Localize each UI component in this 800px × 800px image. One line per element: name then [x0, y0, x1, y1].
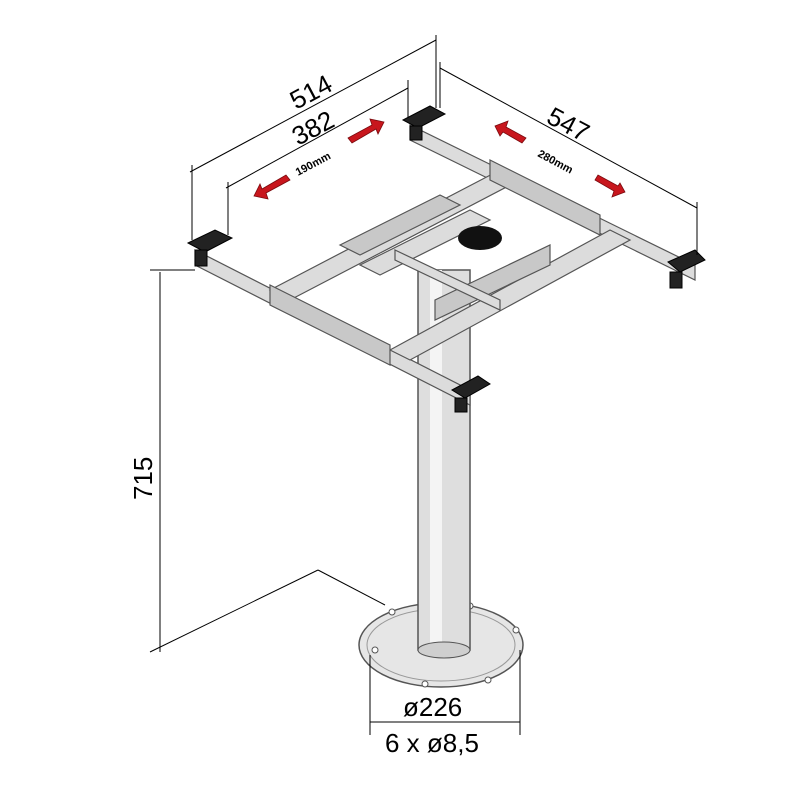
slide-arrows: [253, 118, 626, 200]
arrow-right-icon: [594, 174, 626, 198]
dim-base-diameter: ø226: [403, 692, 462, 722]
dim-slide-x: 190mm: [294, 150, 333, 178]
arrow-right-icon: [347, 118, 385, 144]
dim-outer-width: 514: [285, 68, 337, 115]
dim-depth: 547: [542, 101, 594, 148]
dimension-lines: [149, 35, 698, 735]
arrow-left-icon: [494, 120, 527, 144]
dim-inner-width: 382: [287, 104, 339, 151]
extension-frame: [194, 124, 696, 406]
dim-height: 715: [128, 457, 158, 500]
arrow-left-icon: [253, 174, 291, 200]
frame-feet: [186, 105, 706, 413]
dim-holes: 6 x ø8,5: [385, 728, 479, 758]
dim-slide-y: 280mm: [536, 148, 575, 176]
